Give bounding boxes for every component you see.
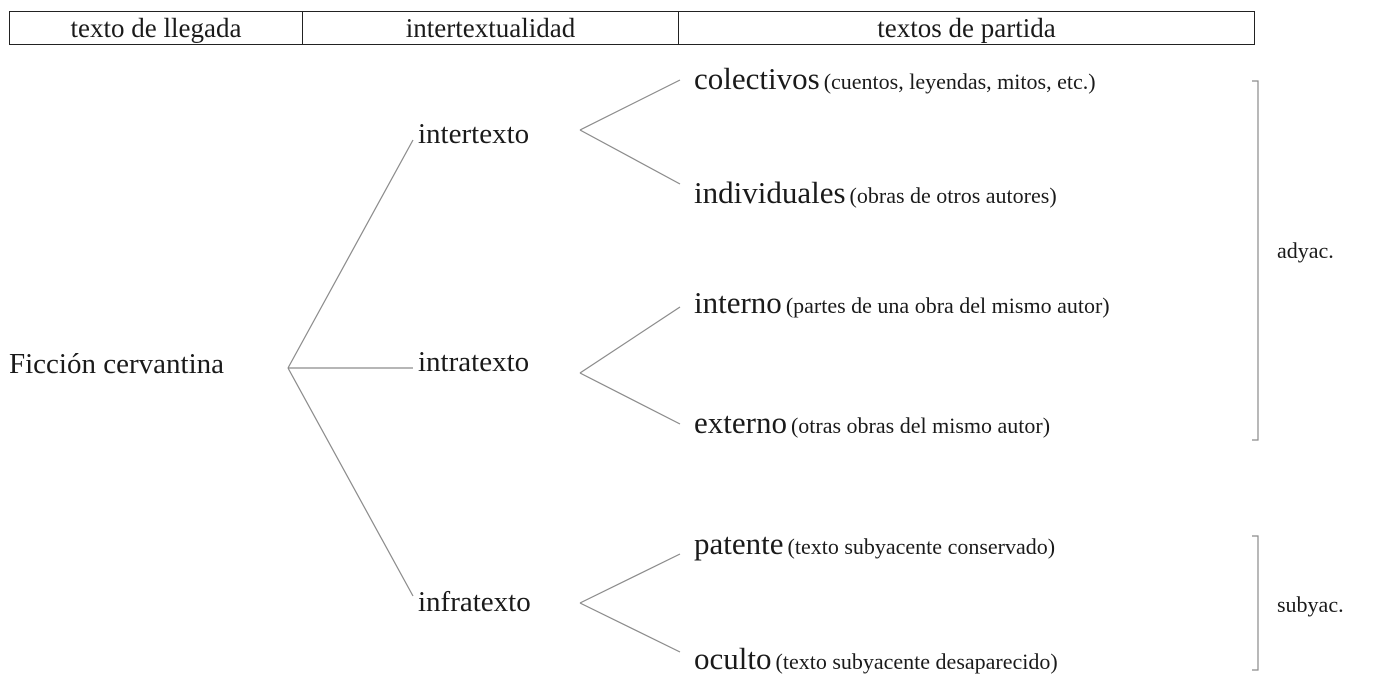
bracket-adyac xyxy=(1252,80,1259,441)
leaf-term: externo xyxy=(694,405,787,440)
branch-intratexto: intratexto xyxy=(418,346,530,378)
leaf-term: patente xyxy=(694,526,784,561)
branch-intertexto: intertexto xyxy=(418,118,530,150)
edge-root-intertexto xyxy=(287,139,414,369)
leaf-term: interno xyxy=(694,285,782,320)
edge-root-infratexto xyxy=(287,367,414,597)
leaf-description: (texto subyacente conservado) xyxy=(787,534,1056,559)
leaf-description: (texto subyacente desaparecido) xyxy=(775,649,1058,674)
leaf-term: oculto xyxy=(694,641,772,676)
header-intertextualidad: intertextualidad xyxy=(302,12,678,44)
leaf-externo: externo (otras obras del mismo autor) xyxy=(694,406,1050,446)
leaf-description: (partes de una obra del mismo autor) xyxy=(785,293,1110,318)
header-textos-de-partida: textos de partida xyxy=(678,12,1254,44)
edge-intratexto-externo xyxy=(579,372,681,425)
group-label-subyac: subyac. xyxy=(1277,592,1344,617)
edge-intertexto-colectivos xyxy=(579,79,681,131)
branch-infratexto: infratexto xyxy=(418,586,531,618)
leaf-description: (cuentos, leyendas, mitos, etc.) xyxy=(823,69,1096,94)
leaf-patente: patente (texto subyacente conservado) xyxy=(694,527,1055,567)
leaf-interno: interno (partes de una obra del mismo au… xyxy=(694,286,1110,326)
edge-intertexto-individuales xyxy=(579,129,681,185)
group-label-adyac: adyac. xyxy=(1277,238,1334,263)
bracket-subyac xyxy=(1252,535,1259,671)
root-node: Ficción cervantina xyxy=(9,348,224,380)
leaf-oculto: oculto (texto subyacente desaparecido) xyxy=(694,642,1058,682)
edge-infratexto-oculto xyxy=(579,602,681,653)
leaf-description: (otras obras del mismo autor) xyxy=(790,413,1051,438)
edge-infratexto-patente xyxy=(579,553,681,604)
leaf-colectivos: colectivos (cuentos, leyendas, mitos, et… xyxy=(694,62,1096,102)
header-texto-de-llegada: texto de llegada xyxy=(70,13,242,43)
edge-intratexto-interno xyxy=(579,306,681,374)
leaf-term: colectivos xyxy=(694,61,820,96)
leaf-term: individuales xyxy=(694,175,846,210)
leaf-individuales: individuales (obras de otros autores) xyxy=(694,176,1057,216)
leaf-description: (obras de otros autores) xyxy=(849,183,1057,208)
header-table: texto de llegada intertextualidad textos… xyxy=(9,11,1255,45)
